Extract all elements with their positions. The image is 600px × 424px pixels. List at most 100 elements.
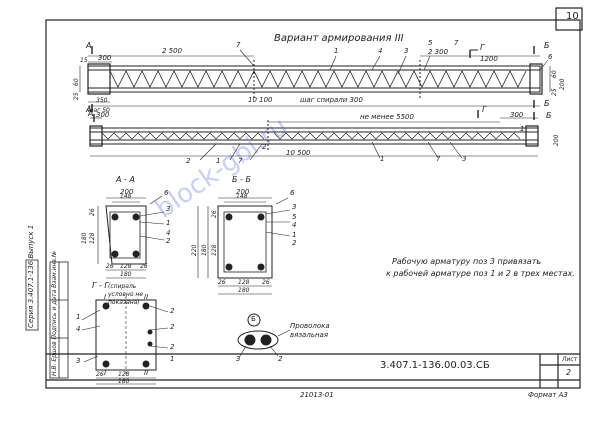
gg-roman-2: II	[144, 293, 149, 301]
bb-v-180: 180	[201, 244, 208, 256]
bb-v-220: 220	[191, 244, 198, 256]
top-beam	[79, 46, 551, 112]
bottom-pos-2a: 2	[186, 157, 191, 165]
bb-dim-148: 148	[236, 193, 248, 200]
format-label: Формат А3	[528, 391, 568, 399]
note-line-2: к рабочей арматуре поз 1 и 2 в трех мест…	[386, 269, 575, 278]
section-bb-title: Б - Б	[232, 175, 251, 184]
section-gg-subtitle: (спираль условно не показана)	[108, 283, 144, 306]
series-text: Серия 3.407.1-136 Выпуск 1	[27, 224, 35, 328]
gg-pos-1: 1	[76, 313, 81, 321]
bottom-dim-200: 200	[553, 134, 560, 146]
detail-b-pos-2: 2	[278, 355, 283, 363]
section-aa-title: А - А	[116, 175, 135, 184]
aa-v-26: 26	[89, 208, 96, 216]
top-right-vert-25: 25	[551, 88, 558, 96]
bb-dim-200: 200	[236, 188, 250, 196]
bottom-code: 21013-01	[300, 391, 334, 399]
stamp-text: Н.В. Ершов Подпись и дата Взам.инв.№	[51, 250, 58, 376]
top-label-b-right: Б	[544, 99, 550, 108]
aa-dim-26b: 26	[140, 263, 148, 270]
top-dim-350: 350	[96, 97, 108, 104]
sheet-number: 2	[566, 368, 572, 377]
bottom-label-g: Г	[482, 105, 487, 114]
gg-roman-4: II	[144, 369, 149, 377]
top-right-vert-60: 60	[551, 70, 558, 78]
bb-dim-128: 128	[238, 279, 250, 286]
aa-pos-2: 2	[166, 237, 171, 245]
aa-pos-4: 4	[166, 229, 171, 237]
designation: 3.407.1-136.00.03.СБ	[380, 360, 490, 371]
bottom-dim-300: 300	[96, 111, 110, 119]
aa-dim-26: 26	[106, 263, 114, 270]
top-step-left: шаг 50	[88, 107, 110, 114]
bottom-dim-300b: 300	[510, 111, 524, 119]
aa-v-180: 180	[81, 232, 88, 244]
bottom-beam	[89, 110, 539, 161]
top-step-text: шаг спирали 300	[300, 96, 363, 104]
top-pos-3: 3	[404, 47, 409, 55]
top-dim-300: 300	[98, 54, 112, 62]
variant-title: Вариант армирования III	[274, 33, 404, 44]
top-pos-4: 4	[378, 47, 383, 55]
top-vert-25: 25	[73, 92, 80, 100]
top-dim-2500: 2 500	[162, 47, 183, 55]
gg-dim-180: 180	[118, 378, 130, 385]
top-dim-10100: 10 100	[248, 96, 273, 104]
binding-stamp	[25, 259, 69, 379]
bottom-dim-not-less: не менее 5500	[360, 113, 414, 121]
detail-b-pos-3: 3	[236, 355, 241, 363]
bb-pos-1: 1	[292, 231, 297, 239]
bottom-pos-3: 3	[462, 155, 467, 163]
gg-dim-128: 128	[118, 371, 130, 378]
bb-pos-5: 5	[292, 213, 297, 221]
sheet-label: Лист	[562, 356, 578, 363]
section-gg-drawing	[81, 296, 169, 385]
gg-pos-2b: 2	[170, 323, 175, 331]
section-gg-title: Г - Г	[92, 281, 109, 290]
bb-dim-26: 26	[218, 279, 226, 286]
sheet-frame	[45, 7, 583, 389]
bb-pos-4: 4	[292, 221, 297, 229]
aa-v-128: 128	[89, 232, 96, 244]
top-pos-7a: 7	[236, 41, 241, 49]
bb-v-128: 128	[211, 244, 218, 256]
aa-dim-180: 180	[120, 271, 132, 278]
bottom-pos-1c: 1	[520, 125, 525, 133]
top-label-g: Г	[480, 43, 485, 52]
top-pos-7b: 7	[454, 39, 459, 47]
bottom-label-a: А	[88, 109, 94, 118]
gg-pos-2a: 2	[170, 307, 175, 315]
detail-b-wire-text: Проволока вязальная	[290, 322, 330, 339]
bottom-label-b: Б	[546, 111, 552, 120]
gg-roman-3: I	[104, 369, 107, 377]
top-pos-6: 6	[548, 53, 553, 61]
top-pos-5: 5	[428, 39, 433, 47]
bb-dim-26b: 26	[262, 279, 270, 286]
bottom-pos-7b: 7	[436, 155, 441, 163]
bb-v-26: 26	[211, 210, 218, 218]
top-dim-15: 15	[80, 57, 88, 64]
detail-b-drawing	[237, 313, 291, 357]
gg-roman-1: I	[104, 293, 107, 301]
bb-dim-180: 180	[238, 287, 250, 294]
section-bb-drawing	[197, 197, 291, 295]
bb-pos-2: 2	[292, 239, 297, 247]
top-label-b-left: Б	[544, 41, 550, 50]
top-right-vert-200: 200	[559, 78, 566, 90]
bb-pos-3: 3	[292, 203, 297, 211]
top-label-a-left: А	[86, 41, 92, 50]
top-dim-1200: 1200	[480, 55, 498, 63]
gg-dim-26: 26	[96, 371, 104, 378]
bottom-pos-7a: 7	[238, 157, 243, 165]
bb-pos-6: 6	[290, 189, 295, 197]
gg-pos-1b: 1	[170, 355, 175, 363]
top-vert-60: 60	[73, 78, 80, 86]
note-line-1: Рабочую арматуру поз 3 привязать	[392, 257, 542, 266]
aa-dim-200: 200	[120, 188, 134, 196]
section-aa-drawing	[97, 195, 165, 279]
bottom-pos-1b: 1	[380, 155, 385, 163]
gg-pos-3: 3	[76, 357, 81, 365]
bottom-pos-2b: 2	[262, 143, 267, 151]
